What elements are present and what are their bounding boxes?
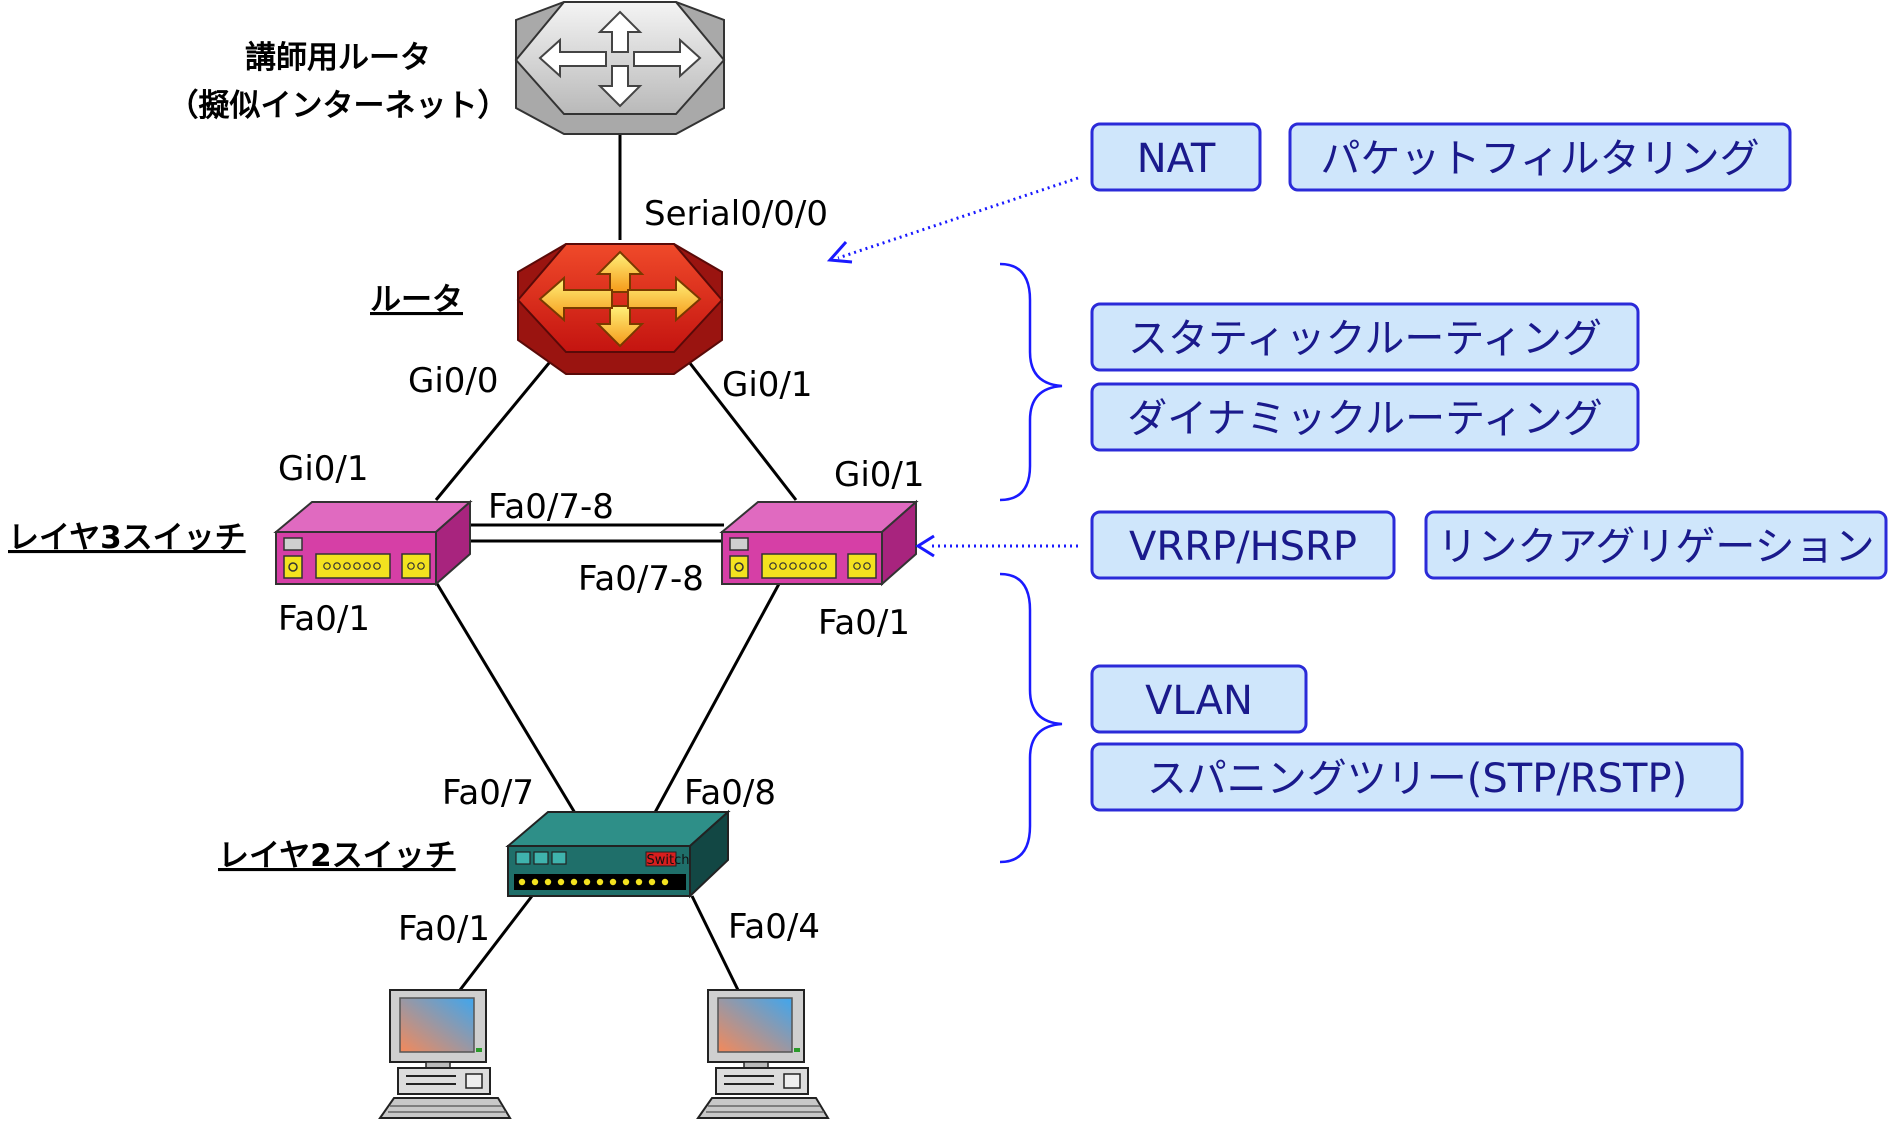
switching-brace	[999, 572, 1063, 864]
feature-box-vlan	[1090, 664, 1308, 734]
l2-switch-badge: Switch	[647, 853, 690, 868]
instructor-router-label-line1: 講師用ルータ	[245, 40, 431, 76]
feature-nat: NAT	[1137, 136, 1216, 182]
link-l3a-l2	[434, 581, 580, 819]
link-l2-pc2	[690, 895, 740, 991]
pc-icon	[379, 989, 511, 1119]
port-l3a-gi0-1: Gi0/1	[278, 449, 369, 489]
port-router-gi0-1: Gi0/1	[722, 365, 813, 405]
pointer-to-l3-switch-arrowhead	[915, 534, 935, 558]
feature-box-dynamic-routing	[1090, 382, 1640, 452]
port-l3b-gi0-1: Gi0/1	[834, 455, 925, 495]
port-router-gi0-0: Gi0/0	[408, 361, 499, 401]
port-l3a-fa0-7-8: Fa0/7-8	[488, 487, 614, 527]
link-router-l3b	[670, 339, 798, 501]
feature-link-aggregation: リンクアグリゲーション	[1437, 524, 1874, 570]
feature-box-link-aggregation	[1424, 510, 1888, 580]
link-l3b-l2	[650, 581, 782, 819]
port-l3a-fa0-1: Fa0/1	[278, 599, 370, 639]
feature-box-static-routing	[1090, 302, 1640, 372]
gray-router-icon	[514, 1, 726, 135]
port-l3b-fa0-1: Fa0/1	[818, 603, 910, 643]
link-router-l3a	[434, 339, 570, 501]
l3-switch-label: レイヤ3スイッチ	[8, 520, 246, 556]
feature-vlan: VLAN	[1145, 678, 1253, 724]
port-serial: Serial0/0/0	[644, 194, 828, 234]
port-l2-fa0-4: Fa0/4	[728, 907, 820, 947]
l3-switch-icon	[719, 499, 919, 587]
red-router-icon	[516, 243, 724, 375]
feature-box-vrrp-hsrp	[1090, 510, 1396, 580]
l2-switch-icon	[505, 809, 731, 899]
router-label: ルータ	[370, 282, 463, 318]
instructor-router-label-line2: （擬似インターネット）	[168, 88, 509, 124]
feature-box-stp	[1090, 742, 1744, 812]
port-l3b-fa0-7-8: Fa0/7-8	[578, 559, 704, 599]
link-l2-pc1	[458, 895, 534, 991]
port-l2-fa0-1: Fa0/1	[398, 909, 490, 949]
feature-box-packet-filtering	[1288, 122, 1792, 192]
port-l2-fa0-8: Fa0/8	[684, 773, 776, 813]
l2-switch-label: レイヤ2スイッチ	[218, 838, 456, 874]
routing-brace	[999, 262, 1063, 502]
feature-vrrp-hsrp: VRRP/HSRP	[1129, 524, 1357, 570]
pointer-to-router-arrowhead	[826, 241, 853, 264]
pc-icon	[697, 989, 829, 1119]
feature-static-routing: スタティックルーティング	[1128, 316, 1602, 362]
feature-box-nat	[1090, 122, 1262, 192]
pointer-to-router	[837, 176, 1079, 260]
feature-stp: スパニングツリー(STP/RSTP)	[1147, 756, 1687, 802]
port-l2-fa0-7: Fa0/7	[442, 773, 534, 813]
l3-switch-icon	[273, 499, 473, 587]
feature-dynamic-routing: ダイナミックルーティング	[1127, 396, 1603, 442]
feature-packet-filtering: パケットフィルタリング	[1320, 136, 1759, 182]
